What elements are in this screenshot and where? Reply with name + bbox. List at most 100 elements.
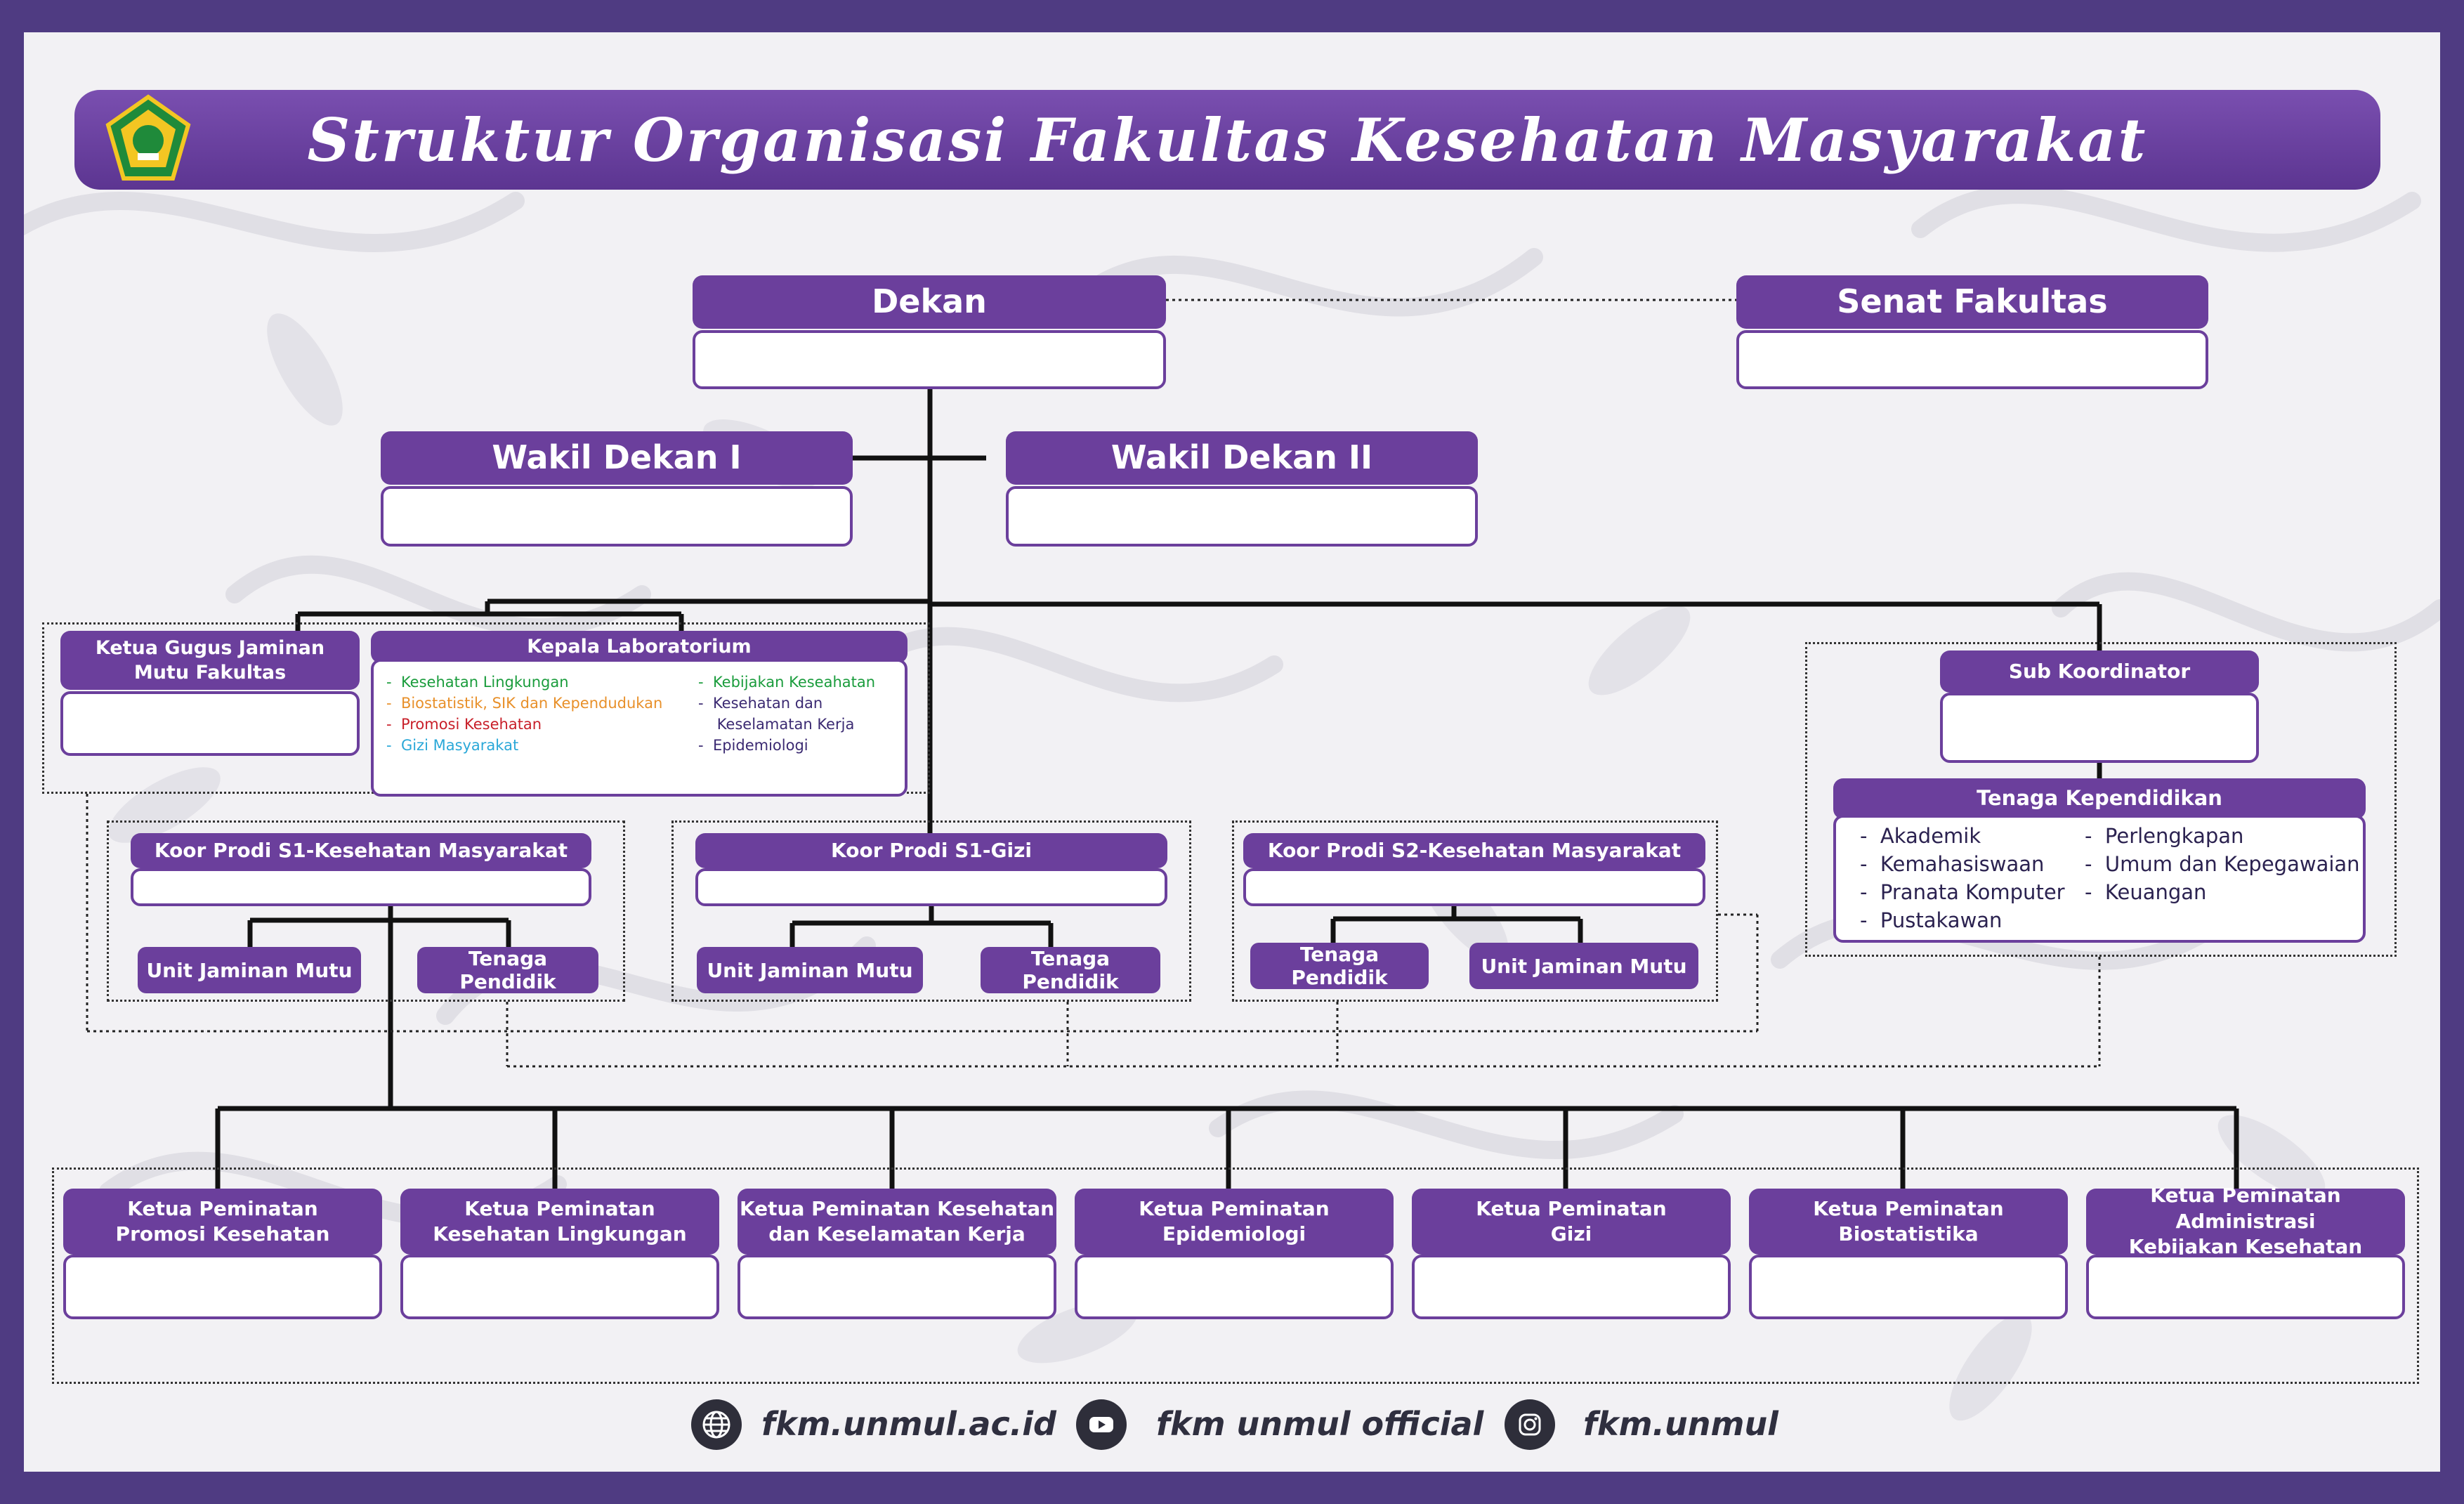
peminatan-title-line: Kebijakan Kesehatan [2128, 1235, 2363, 1259]
lab-item-text: Kesehatan dan [712, 695, 823, 712]
instagram-icon [1505, 1399, 1555, 1450]
peminatan-name-box [1075, 1255, 1394, 1319]
prodi-s1-kesmas-title: Koor Prodi S1-Kesehatan Masyarakat [131, 833, 591, 868]
node-kepala-laboratorium: Kepala Laboratorium - Kesehatan Lingkung… [371, 631, 907, 797]
youtube-icon [1076, 1399, 1127, 1450]
node-dekan: Dekan [693, 275, 1166, 389]
wakil-dekan-2-label: Wakil Dekan II [1006, 431, 1478, 485]
prodi-s2-kesmas-title: Koor Prodi S2-Kesehatan Masyarakat [1243, 833, 1705, 868]
lab-item-text: Kesehatan Lingkungan [400, 674, 569, 691]
tenaga-kependidikan-item-text: Perlengkapan [2104, 824, 2244, 848]
peminatan-name-box [738, 1255, 1056, 1319]
peminatan-title-line: Ketua Peminatan [1139, 1196, 1330, 1220]
lab-list-item: - Biostatistik, SIK dan Kependudukan [386, 693, 662, 714]
node-prodi-s2-kesmas: Koor Prodi S2-Kesehatan Masyarakat [1243, 833, 1705, 906]
lab-title: Kepala Laboratorium [371, 631, 907, 663]
lab-list-item: - Epidemiologi [698, 735, 875, 756]
lab-list-item: - Promosi Kesehatan [386, 714, 662, 735]
peminatan-title-line: Promosi Kesehatan [115, 1222, 330, 1245]
peminatan-title-line: Ketua Peminatan Kesehatan [739, 1196, 1055, 1220]
group-box-prodi-s2 [1232, 820, 1718, 1002]
node-prodi-s1-gizi: Koor Prodi S1-Gizi [695, 833, 1167, 906]
lab-item-text: Keselamatan Kerja [716, 716, 855, 733]
wakil-dekan-1-label: Wakil Dekan I [381, 431, 853, 485]
list-bullet: - [386, 674, 401, 691]
tenaga-pendidik-s1-kesmas: Tenaga Pendidik [417, 947, 598, 993]
prodi-s1-kesmas-name-box [131, 868, 591, 906]
lab-list-right: - Kebijakan Keseahatan- Kesehatan dan Ke… [698, 672, 875, 756]
list-bullet: - [386, 695, 401, 712]
prodi-s1-gizi-title: Koor Prodi S1-Gizi [695, 833, 1167, 868]
senat-name-box [1736, 330, 2208, 389]
peminatan-name-box [63, 1255, 382, 1319]
footer-youtube[interactable]: fkm unmul official [1156, 1405, 1484, 1443]
prodi-s1-gizi-name-box [695, 868, 1167, 906]
group-box-prodi-s1-gizi [671, 820, 1191, 1002]
node-gugus-jaminan-mutu: Ketua Gugus Jaminan Mutu Fakultas [60, 631, 360, 756]
peminatan-name-box [1412, 1255, 1731, 1319]
peminatan-title-line: Gizi [1550, 1222, 1592, 1245]
page-title: Struktur Organisasi Fakultas Kesehatan M… [307, 105, 2148, 175]
tenaga-kependidikan-item: - Kemahasiswaan [1860, 850, 2065, 878]
tenaga-kependidikan-list-box: - Akademik- Kemahasiswaan- Pranata Kompu… [1833, 815, 2366, 943]
tenaga-kependidikan-item-text: Pranata Komputer [1880, 880, 2065, 904]
gugus-name-box [60, 691, 360, 756]
prodi-s2-kesmas-name-box [1243, 868, 1705, 906]
node-tenaga-kependidikan: Tenaga Kependidikan - Akademik- Kemahasi… [1833, 778, 2366, 943]
tenaga-pendidik-s2-kesmas: Tenaga Pendidik [1250, 943, 1429, 989]
senat-label: Senat Fakultas [1736, 275, 2208, 329]
peminatan-name-box [400, 1255, 719, 1319]
peminatan-title-line: Epidemiologi [1162, 1222, 1306, 1245]
lab-list-item: - Kebijakan Keseahatan [698, 672, 875, 693]
lab-item-text: Promosi Kesehatan [400, 716, 542, 733]
footer-instagram[interactable]: fkm.unmul [1583, 1405, 1778, 1443]
title-banner: Struktur Organisasi Fakultas Kesehatan M… [74, 90, 2380, 190]
tenaga-kependidikan-title: Tenaga Kependidikan [1833, 778, 2366, 819]
peminatan-title-line: Ketua Peminatan Administrasi [2150, 1184, 2341, 1233]
sub-koordinator-name-box [1940, 693, 2259, 763]
gugus-label: Ketua Gugus Jaminan Mutu Fakultas [60, 631, 360, 690]
list-bullet: - [1860, 908, 1880, 932]
tenaga-kependidikan-list-left: - Akademik- Kemahasiswaan- Pranata Kompu… [1860, 822, 2065, 934]
list-bullet: - [386, 737, 401, 754]
tenaga-kependidikan-item: - Pustakawan [1860, 906, 2065, 934]
lab-list-item: - Kesehatan Lingkungan [386, 672, 662, 693]
lab-list-item: - Kesehatan dan [698, 693, 875, 714]
lab-item-text: Gizi Masyarakat [400, 737, 519, 754]
list-bullet: - [698, 695, 713, 712]
list-bullet [698, 716, 717, 733]
peminatan-title-line: Kesehatan Lingkungan [433, 1222, 687, 1245]
node-senat-fakultas: Senat Fakultas [1736, 275, 2208, 389]
connector-lines [86, 299, 2239, 1189]
list-bullet: - [698, 737, 713, 754]
tenaga-kependidikan-item: - Pranata Komputer [1860, 878, 2065, 906]
lab-list-item: Keselamatan Kerja [698, 714, 875, 735]
list-bullet: - [1860, 880, 1880, 904]
tenaga-pendidik-s1-gizi: Tenaga Pendidik [981, 947, 1160, 993]
list-bullet: - [1860, 824, 1880, 848]
footer-website[interactable]: fkm.unmul.ac.id [761, 1405, 1056, 1443]
peminatan-title-line: Ketua Peminatan [464, 1196, 655, 1220]
tenaga-kependidikan-list-right: - Perlengkapan- Umum dan Kepegawaian- Ke… [2085, 822, 2360, 906]
peminatan-title-line: Ketua Peminatan [1476, 1196, 1667, 1220]
wakil-dekan-2-name-box [1006, 486, 1478, 547]
group-box-sub-koordinator [1805, 642, 2397, 957]
unit-jaminan-mutu-s2-kesmas: Unit Jaminan Mutu [1469, 943, 1698, 989]
list-bullet: - [2085, 880, 2105, 904]
list-bullet: - [2085, 824, 2105, 848]
group-box-prodi-s1-km [107, 820, 625, 1002]
peminatan-name-box [1749, 1255, 2068, 1319]
lab-item-text: Biostatistik, SIK dan Kependudukan [400, 695, 663, 712]
peminatan-title-line: Biostatistika [1838, 1222, 1979, 1245]
globe-icon [691, 1399, 742, 1450]
